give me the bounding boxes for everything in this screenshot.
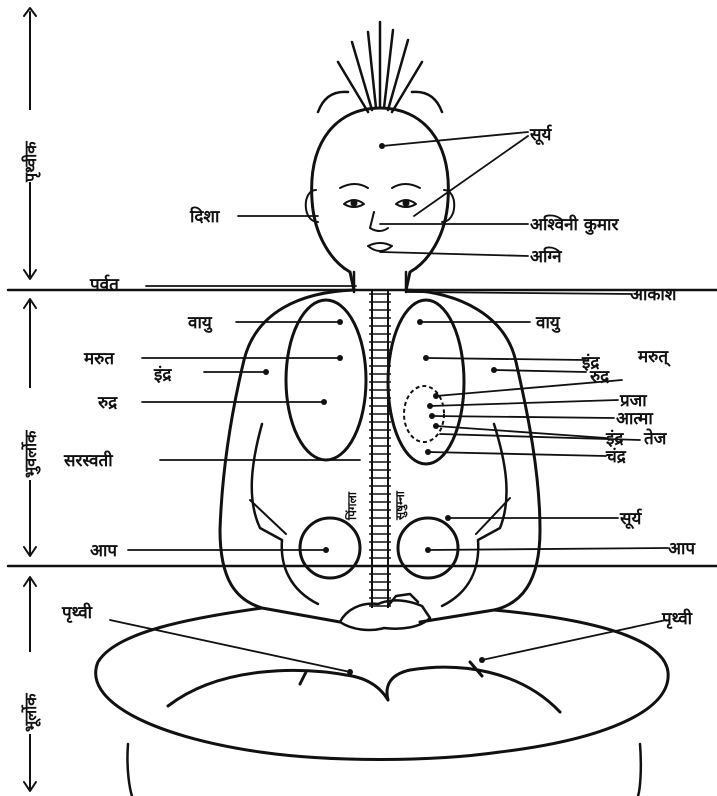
label-tej: तेज [643, 428, 668, 449]
label-marut-left: मरुत [83, 349, 115, 369]
label-disha: दिशा [189, 206, 220, 227]
forearm-lines [250, 498, 510, 534]
leg-lower-edges [127, 744, 640, 796]
label-indra-left: इंद्र [153, 365, 172, 385]
body-outline [220, 290, 540, 622]
section-label-lower: भूर्लोक [21, 693, 41, 732]
label-aap-right: आप [668, 539, 696, 559]
label-aap-left: आप [90, 541, 118, 561]
section-label-upper: पृथ्वीक [21, 141, 41, 183]
section-label-middle: भुवर्लोक [21, 430, 41, 478]
label-rudra-right: रुद्र [589, 367, 610, 387]
labels: सूर्य दिशा अश्विनी कुमार अग्नि पर्वत आका… [61, 124, 696, 629]
label-atma: आत्मा [616, 409, 653, 429]
hair-icon [318, 22, 442, 112]
label-vayu-left: वायु [187, 313, 213, 333]
label-chandra: चंद्र [605, 447, 627, 467]
figure: पिंगला सुषुम्ना [96, 22, 668, 796]
spine [369, 290, 391, 608]
label-agni: अग्नि [530, 246, 562, 267]
left-kidney [300, 518, 360, 578]
label-prithvi-right: पृथ्वी [661, 608, 693, 629]
right-arm-inner [442, 424, 507, 606]
section-dividers [8, 290, 717, 566]
spine-label-left: पिंगला [344, 491, 359, 521]
label-prajapati: प्रजा [619, 391, 647, 411]
label-marut-right: मरुत् [637, 347, 671, 367]
left-lung [286, 300, 366, 460]
head-outline [312, 108, 449, 290]
hands-icon [340, 594, 430, 630]
label-indra-right2: इंद्र [605, 429, 624, 449]
label-surya-body: सूर्य [619, 508, 642, 530]
label-prithvi-left: पृथ्वी [61, 602, 93, 623]
label-akash: आकाश [630, 285, 678, 305]
label-vayu-right: वायु [535, 313, 561, 333]
label-surya-head: सूर्य [529, 124, 552, 146]
label-ashvini: अश्विनी कुमार [530, 214, 619, 235]
spine-label-right: सुषुम्ना [393, 490, 408, 521]
label-saraswati: सरस्वती [63, 450, 113, 471]
label-rudra-left: रुद्र [97, 393, 118, 413]
label-parvat: पर्वत [89, 274, 120, 295]
right-lung [388, 300, 464, 464]
face-features [340, 184, 420, 251]
legs-outline [96, 608, 668, 760]
